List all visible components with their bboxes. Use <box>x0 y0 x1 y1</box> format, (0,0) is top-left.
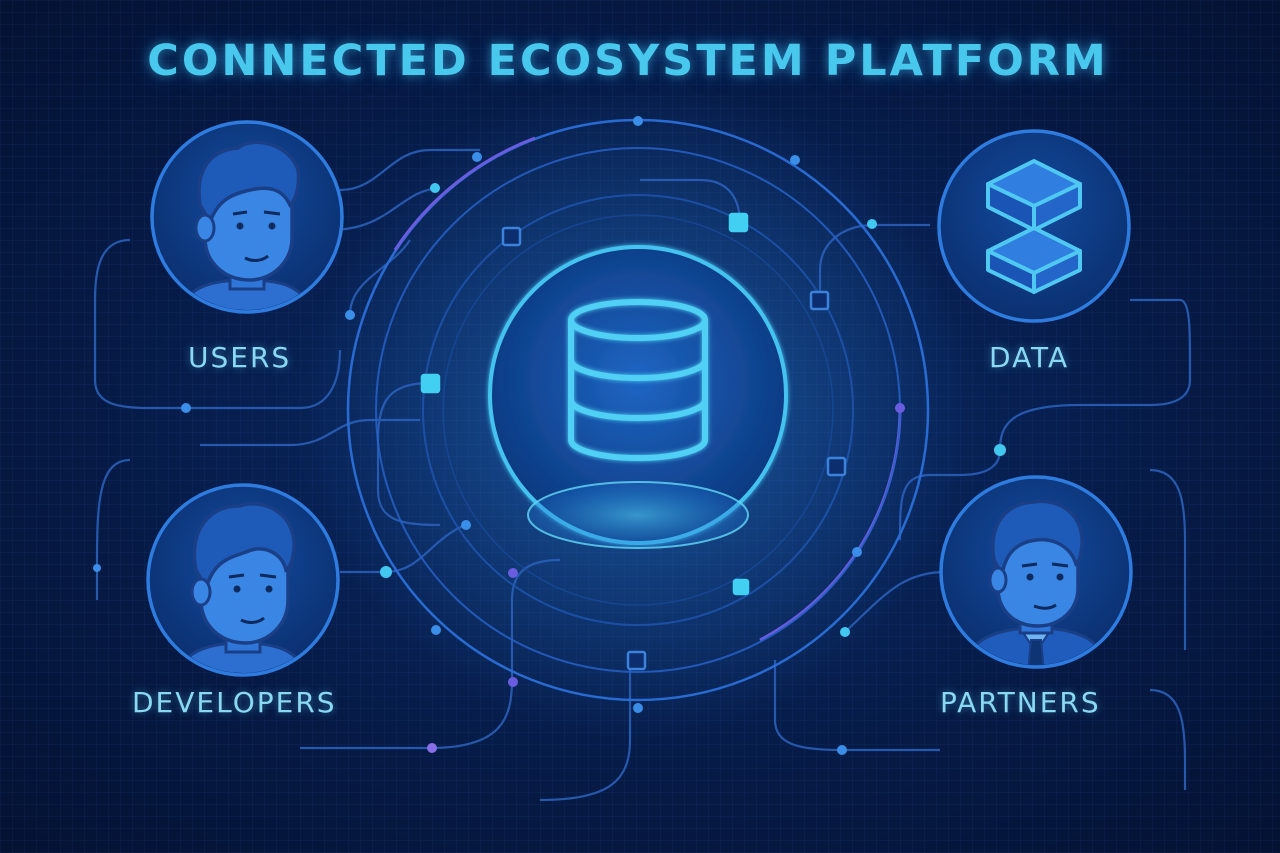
ring-square <box>809 290 830 311</box>
node-dot <box>508 568 518 578</box>
node-dot <box>790 155 800 165</box>
node-dot <box>427 743 437 753</box>
connection-dots <box>93 116 1006 755</box>
data-blocks-icon <box>986 159 1082 294</box>
connector-users-ring <box>329 186 441 232</box>
partners-node <box>939 475 1133 669</box>
connector-users-top <box>339 148 480 192</box>
ring-square <box>732 578 750 596</box>
ring-square <box>420 373 441 394</box>
inner-ring <box>422 194 854 626</box>
hub-platform <box>527 481 749 549</box>
node-dot <box>345 310 355 320</box>
connector-users-inner <box>348 239 411 316</box>
node-dot <box>840 627 850 637</box>
data-node <box>937 129 1131 323</box>
node-dot <box>895 403 905 413</box>
connector-data-right <box>998 298 1192 451</box>
node-dot <box>461 520 471 530</box>
node-dot <box>837 745 847 755</box>
users-label: USERS <box>188 341 292 374</box>
node-dot <box>994 444 1006 456</box>
page-title: CONNECTED ECOSYSTEM PLATFORM <box>147 36 1109 86</box>
users-node <box>150 120 344 314</box>
connector-lines <box>93 148 1192 802</box>
node-dot <box>867 219 877 229</box>
connector-users-bottom <box>186 349 342 410</box>
node-dot <box>633 703 643 713</box>
developers-label: DEVELOPERS <box>132 686 337 719</box>
ring-square <box>728 212 749 233</box>
node-dot <box>93 564 101 572</box>
ring-square <box>501 226 522 247</box>
connector-bottom-center <box>539 660 632 802</box>
connector-partners-bottom <box>1149 688 1187 790</box>
ring-square <box>826 456 847 477</box>
connector-partners-ring <box>844 570 946 633</box>
connector-users-left <box>93 238 186 410</box>
inner-ring-faint <box>442 214 834 606</box>
node-dot <box>633 116 643 126</box>
node-dot <box>430 183 440 193</box>
connector-partners-top <box>898 449 1002 541</box>
partners-label: PARTNERS <box>940 686 1101 719</box>
outer-ring-accent <box>393 136 536 251</box>
developers-node <box>146 483 340 677</box>
node-dot <box>508 677 518 687</box>
node-dot <box>181 403 191 413</box>
database-icon <box>568 299 708 461</box>
connector-partners-right <box>1149 468 1187 650</box>
user-avatar-icon <box>178 140 314 310</box>
node-dot <box>380 566 392 578</box>
node-dot <box>852 547 862 557</box>
node-dot <box>431 625 441 635</box>
ring-square <box>626 650 647 671</box>
connector-middle-left <box>200 418 420 447</box>
connector-devs-left <box>95 458 131 600</box>
node-dot <box>472 152 482 162</box>
ring-squares <box>420 212 847 671</box>
data-label: DATA <box>989 341 1070 374</box>
